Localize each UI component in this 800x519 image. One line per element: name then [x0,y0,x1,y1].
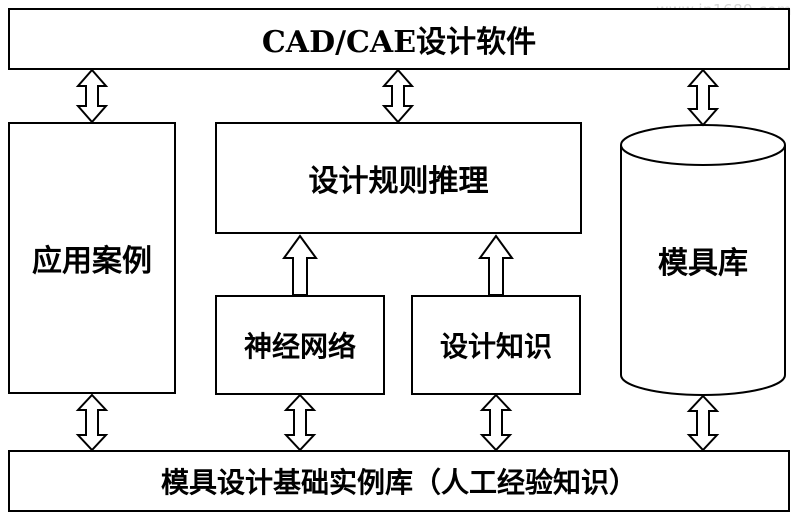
bidirectional-arrow [75,393,109,452]
bidirectional-arrow [686,68,720,127]
bidirectional-arrow [686,394,720,452]
mold-library-cylinder [620,124,786,396]
bidirectional-arrow [283,393,317,452]
bidirectional-arrow [75,68,109,124]
mold-library-label: 模具库 [658,246,748,281]
design-rule-reasoning-box: 设计规则推理 [215,122,582,234]
bidirectional-arrow [381,68,415,124]
application-cases-box: 应用案例 [8,122,176,394]
design-knowledge-box: 设计知识 [411,295,581,395]
neural-network-box: 神经网络 [215,295,385,395]
up-arrow [282,234,318,296]
base-case-library-box: 模具设计基础实例库（人工经验知识） [8,450,790,512]
bidirectional-arrow [479,393,513,452]
up-arrow [478,234,514,296]
cad-cae-software-box: CAD/CAE设计软件 [8,8,790,70]
